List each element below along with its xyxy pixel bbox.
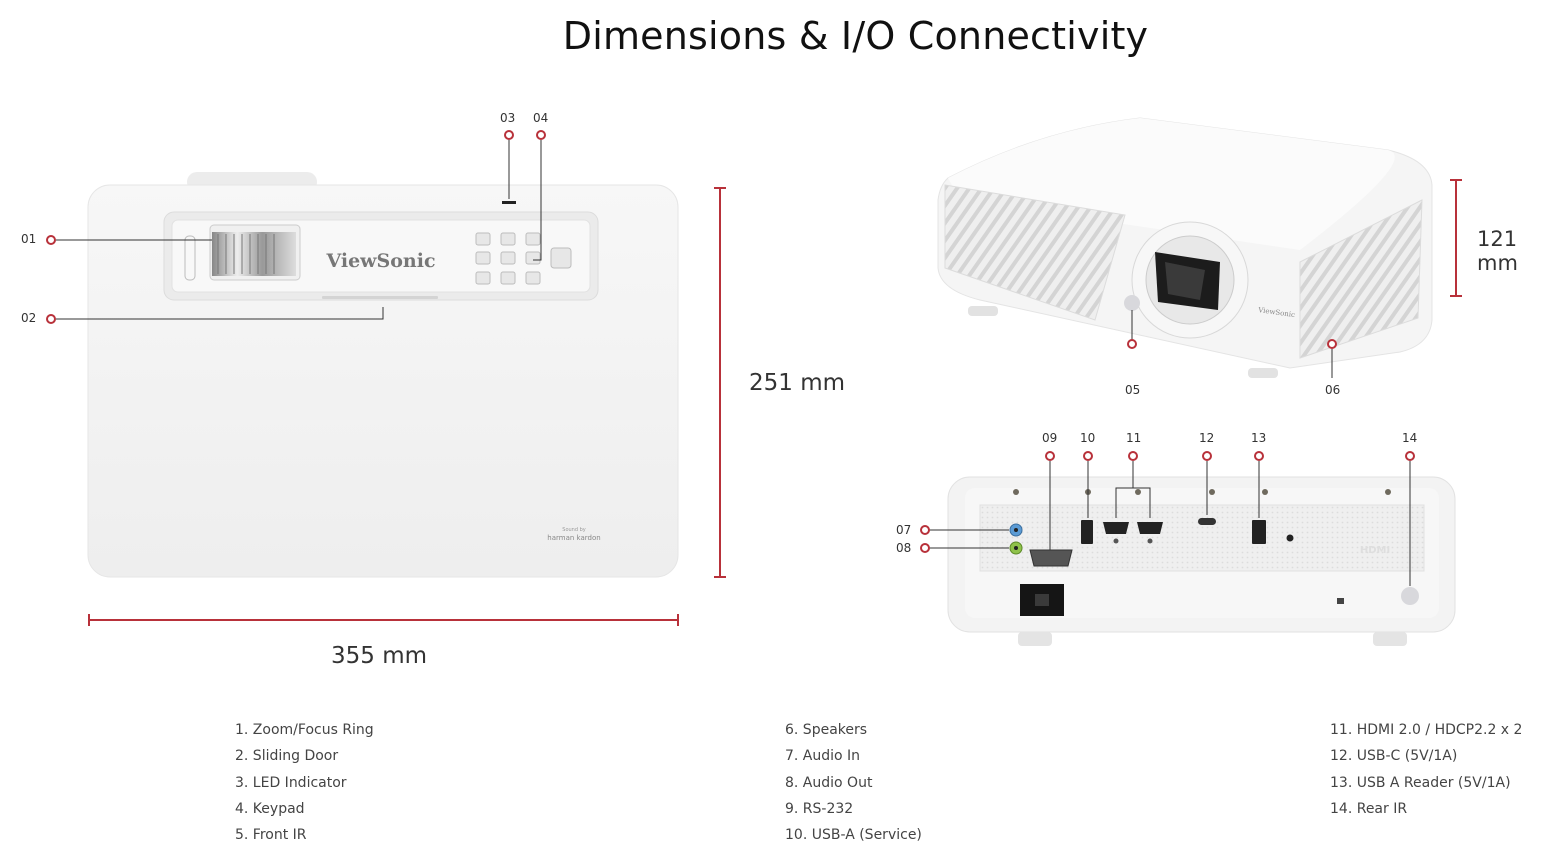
perspective-view-projector (937, 117, 1433, 378)
legend-item: 3. LED Indicator (235, 774, 347, 791)
speaker-brand-small: Sound by (562, 527, 586, 533)
speaker-brand: harman kardon (547, 534, 600, 542)
callout-09: 09 (1042, 431, 1058, 445)
callout-10: 10 (1080, 431, 1096, 445)
depth-dimension-line (714, 187, 726, 578)
height-dimension-line (1450, 179, 1462, 297)
callout-14: 14 (1402, 431, 1418, 445)
legend-item: 6. Speakers (785, 722, 868, 738)
rear-hdmi-mark: HDMI (1360, 545, 1390, 556)
legend-item: 11. HDMI 2.0 / HDCP2.2 x 2 (1330, 722, 1523, 738)
height-dimension-label: 121 mm (1477, 227, 1518, 275)
callout-markers (46, 130, 1415, 553)
legend-item: 4. Keypad (235, 800, 305, 817)
rear-view-projector (947, 476, 1456, 646)
legend-item: 7. Audio In (785, 748, 861, 765)
width-dimension-line (88, 614, 679, 626)
callout-08: 08 (896, 541, 912, 555)
legend-item: 5. Front IR (235, 827, 307, 844)
top-view-brand: ViewSonic (325, 250, 435, 272)
legend-column-3: 11. HDMI 2.0 / HDCP2.2 x 2 12. USB-C (5V… (1330, 719, 1522, 824)
callout-leaders (56, 140, 1411, 586)
legend-item: 14. Rear IR (1330, 800, 1408, 817)
legend-item: 12. USB-C (5V/1A) (1330, 748, 1458, 765)
legend-item: 8. Audio Out (785, 774, 873, 791)
legend-item: 10. USB-A (Service) (785, 827, 922, 844)
callout-11: 11 (1126, 431, 1142, 445)
callout-07: 07 (896, 523, 912, 537)
width-dimension-label: 355 mm (331, 643, 428, 669)
callout-06: 06 (1325, 383, 1341, 397)
legend-column-1: 1. Zoom/Focus Ring 2. Sliding Door 3. LE… (235, 719, 374, 850)
depth-dimension-label: 251 mm (749, 370, 846, 396)
callout-12: 12 (1199, 431, 1215, 445)
legend-item: 13. USB A Reader (5V/1A) (1330, 774, 1511, 791)
legend-column-2: 6. Speakers 7. Audio In 8. Audio Out 9. … (785, 719, 922, 850)
callout-01: 01 (21, 232, 37, 246)
legend-item: 2. Sliding Door (235, 748, 339, 765)
callout-04: 04 (533, 111, 549, 125)
legend-item: 9. RS-232 (785, 800, 854, 817)
legend-item: 1. Zoom/Focus Ring (235, 722, 374, 738)
callout-13: 13 (1251, 431, 1267, 445)
callout-03: 03 (500, 111, 516, 125)
top-view-projector (87, 172, 679, 578)
callout-02: 02 (21, 311, 37, 325)
callout-05: 05 (1125, 383, 1141, 397)
page-title: Dimensions & I/O Connectivity (562, 14, 1149, 58)
